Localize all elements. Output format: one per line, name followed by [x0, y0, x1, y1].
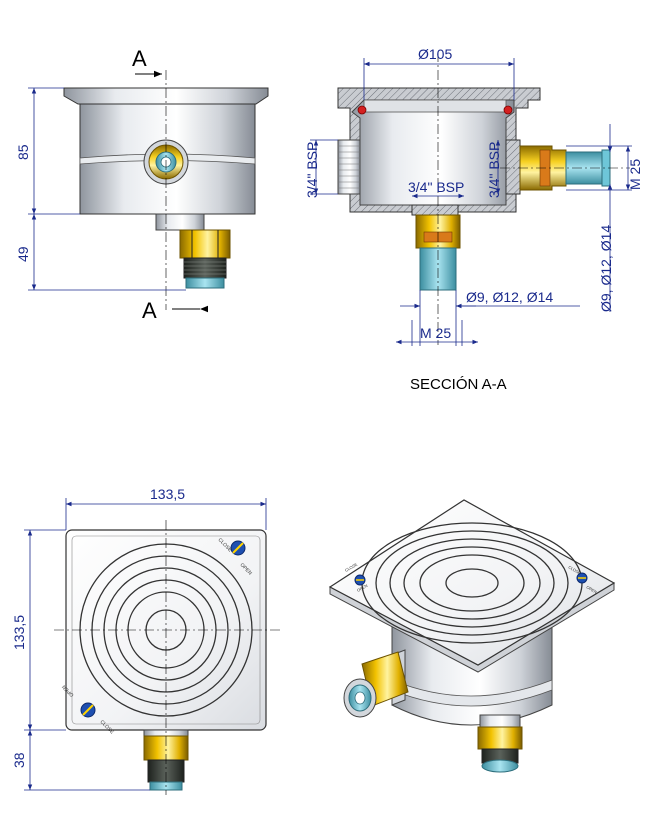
- dim-diameter-top: Ø105: [418, 46, 452, 62]
- dim-height-fitting: 49: [15, 246, 31, 262]
- iso-bottom-pipe: [481, 759, 519, 773]
- front-bottom-thread: [183, 257, 227, 279]
- section-lid-band: [363, 99, 507, 113]
- section-bottom-boss: [411, 204, 459, 216]
- dim-side-pipe: Ø9, Ø12, Ø14: [598, 225, 614, 312]
- dim-bottom-nut: M 25: [420, 325, 451, 341]
- iso-ring-5: [419, 554, 525, 612]
- iso-ring-2: [375, 530, 569, 636]
- iso-ring-4: [403, 546, 541, 620]
- dim-fitting: 38: [11, 752, 27, 768]
- section-cavity: [351, 99, 515, 206]
- iso-ring-3: [389, 538, 555, 628]
- section-right-boss: [505, 139, 521, 195]
- section-left-boss: [337, 139, 361, 195]
- dim-height: 133,5: [11, 615, 27, 650]
- dim-bottom-pipe: Ø9, Ø12, Ø14: [466, 289, 553, 305]
- iso-bottom-nut: [477, 726, 523, 750]
- gasket-right: [503, 105, 513, 115]
- iso-lock-right-close: CLOSE: [568, 565, 583, 576]
- front-bottom-nut: [179, 229, 231, 259]
- section-mark-bottom: A: [142, 298, 157, 323]
- top-view: CLOSE OPEN OPEN CLOSE 133,5 133,5 38: [11, 486, 280, 795]
- iso-lock-left-close: CLOSE: [344, 562, 359, 573]
- iso-lock-left: CLOSE OPEN: [344, 562, 368, 593]
- iso-bottom-collar: [479, 714, 521, 728]
- iso-lock-left-open: OPEN: [356, 583, 368, 593]
- front-bottom-collar: [155, 213, 205, 231]
- front-view: A A 85 49: [15, 46, 269, 323]
- dim-bottom-thread: 3/4" BSP: [408, 179, 464, 195]
- dim-height-body: 85: [15, 144, 31, 160]
- iso-lock-right-open: OPEN: [586, 585, 598, 595]
- dim-side-thread-right: 3/4" BSP: [486, 142, 502, 198]
- front-bottom-pipe: [185, 277, 225, 289]
- iso-strap: [391, 679, 553, 707]
- gasket-left: [357, 105, 367, 115]
- iso-lock-right: CLOSE OPEN: [568, 565, 598, 595]
- dim-side-thread-left: 3/4" BSP: [304, 142, 320, 198]
- iso-ring-6: [445, 568, 499, 598]
- dim-side-nut: M 25: [627, 159, 643, 190]
- section-mark-top: A: [132, 46, 147, 71]
- section-view: Ø105 3/4" BSP 3/4" BSP 3/4" BSP M 25 Ø9,…: [304, 46, 643, 393]
- iso-view: CLOSE OPEN CLOSE OPEN: [328, 499, 616, 773]
- dim-width: 133,5: [150, 486, 185, 502]
- section-caption: SECCIÓN A-A: [410, 376, 507, 393]
- iso-plate: [328, 499, 616, 666]
